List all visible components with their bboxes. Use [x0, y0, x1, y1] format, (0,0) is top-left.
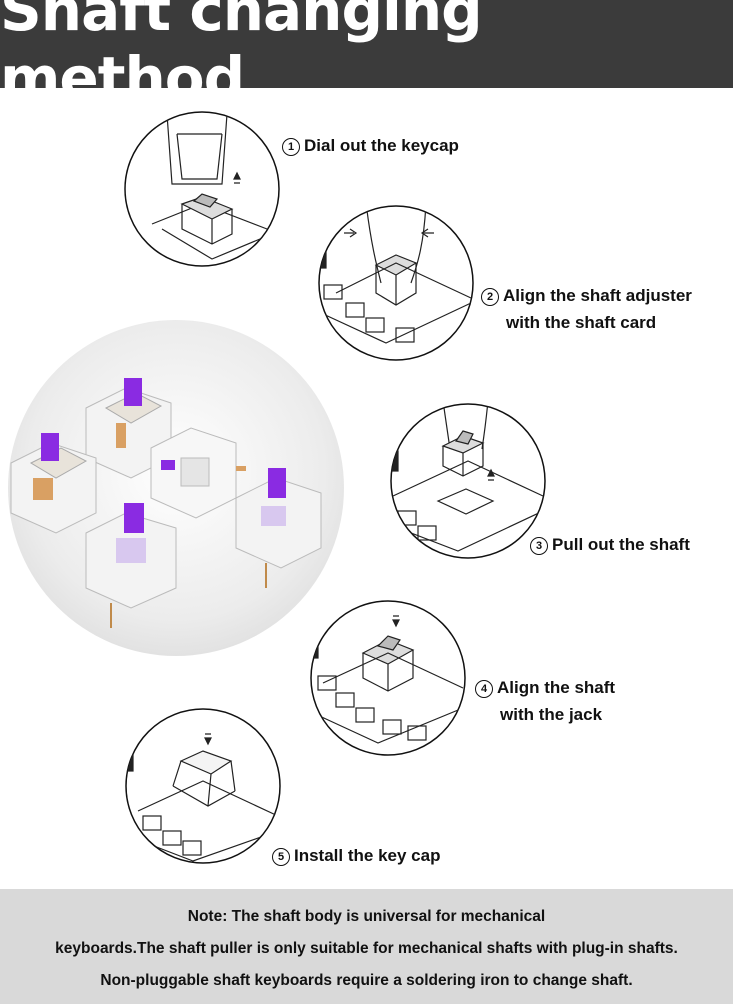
note-line-2: keyboards.The shaft puller is only suita… — [55, 940, 678, 957]
step-5-number: 5 — [272, 848, 290, 866]
note-panel: Note: The shaft body is universal for me… — [0, 889, 733, 1004]
step-3-number: 3 — [530, 537, 548, 555]
keycap-install-illustration — [125, 708, 281, 864]
page-title: Shaft changing method — [0, 0, 483, 112]
step-2-number: 2 — [481, 288, 499, 306]
step-4-number: 4 — [475, 680, 493, 698]
switch-icon — [10, 378, 322, 628]
note-line-1: Note: The shaft body is universal for me… — [187, 908, 546, 925]
purple-switches-photo — [8, 320, 344, 656]
switch-pull-out-illustration — [390, 403, 546, 559]
switch-insert-illustration — [310, 600, 466, 756]
note-line-3: Non-pluggable shaft keyboards require a … — [100, 972, 633, 989]
header-bar: Shaft changing method — [0, 0, 733, 112]
step-1-number: 1 — [282, 138, 300, 156]
keycap-removal-illustration — [124, 111, 280, 267]
switch-puller-align-illustration — [318, 205, 474, 361]
